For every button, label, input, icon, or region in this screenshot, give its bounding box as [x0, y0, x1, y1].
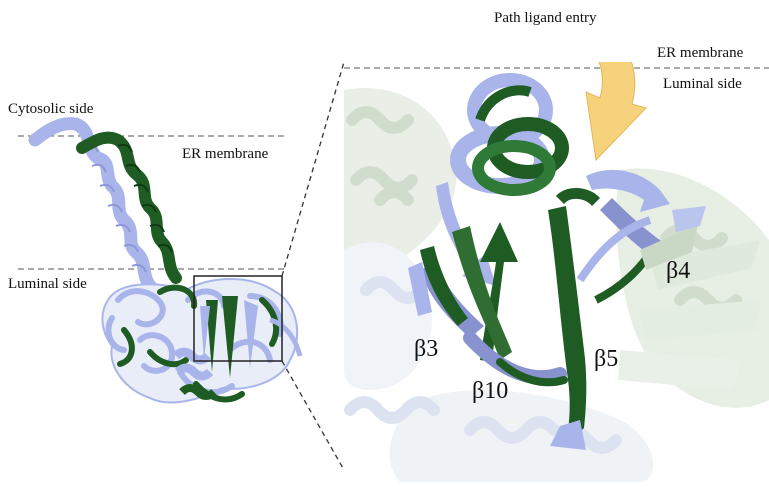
- label-luminal-side-right: Luminal side: [663, 76, 742, 92]
- overview-structure: [18, 117, 303, 404]
- beta-sheet: [408, 169, 706, 450]
- zoom-panel: Path ligand entry ER membrane Luminal si…: [344, 10, 769, 482]
- globular-domain: [101, 278, 303, 404]
- label-er-membrane-right: ER membrane: [657, 45, 744, 61]
- label-beta3: β3: [414, 336, 438, 362]
- strand-green-b5: [548, 206, 587, 444]
- label-beta5: β5: [594, 346, 618, 372]
- label-path-ligand-entry: Path ligand entry: [494, 10, 597, 26]
- connector-line-bottom: [281, 360, 345, 471]
- top-helix-bundle: [450, 73, 569, 196]
- ligand-entry-arrow: [585, 62, 647, 162]
- label-luminal-side-left: Luminal side: [8, 276, 87, 292]
- zoom-selection-box: [193, 275, 283, 362]
- label-cytosolic-side: Cytosolic side: [8, 101, 94, 117]
- label-er-membrane-left: ER membrane: [182, 146, 269, 162]
- connector-line-top: [281, 61, 345, 277]
- label-beta10: β10: [472, 378, 508, 404]
- label-beta4: β4: [666, 258, 690, 284]
- background-structures: [344, 88, 769, 482]
